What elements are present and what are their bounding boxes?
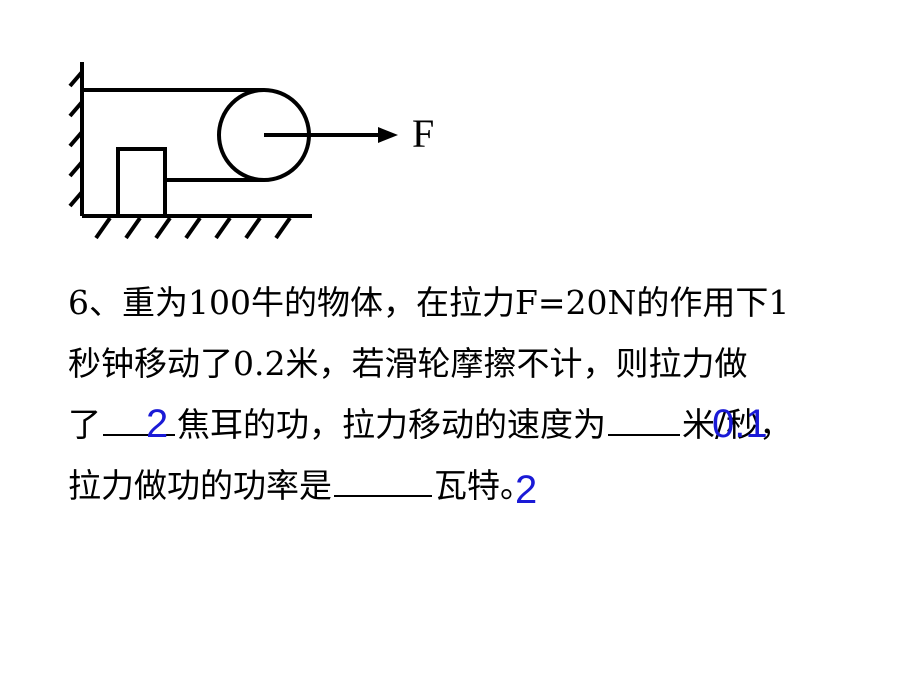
answer-work: 2 — [146, 402, 169, 446]
answer-power: 2 — [515, 468, 538, 512]
force-label: F — [412, 111, 435, 156]
question-line-1: 6、重为100牛的物体，在拉力F=20N的作用下1 — [68, 283, 790, 322]
block — [116, 147, 167, 218]
question-line-3: 了 焦耳的功，拉力移动的速度为 米/秒， — [68, 404, 792, 445]
speed-blank — [608, 404, 680, 436]
work-blank — [103, 404, 175, 436]
question-text-3b: 焦耳的功，拉力移动的速度为 — [177, 405, 606, 444]
question-line-2: 秒钟移动了0.2米，若滑轮摩擦不计，则拉力做 — [68, 344, 748, 383]
question-line-4: 拉力做功的功率是 瓦特。 — [68, 465, 533, 506]
answer-speed: 0.1 — [712, 402, 768, 446]
question-text-4b: 瓦特。 — [434, 466, 533, 505]
force-arrow-head — [378, 127, 398, 143]
pulley-diagram — [68, 62, 398, 240]
wall-hatching — [68, 70, 84, 208]
floor-hatching — [94, 216, 292, 240]
question-text-3a: 了 — [68, 405, 101, 444]
question-text-3c: 米/秒， — [682, 405, 793, 444]
question-text-4a: 拉力做功的功率是 — [68, 466, 332, 505]
power-blank — [334, 465, 432, 497]
